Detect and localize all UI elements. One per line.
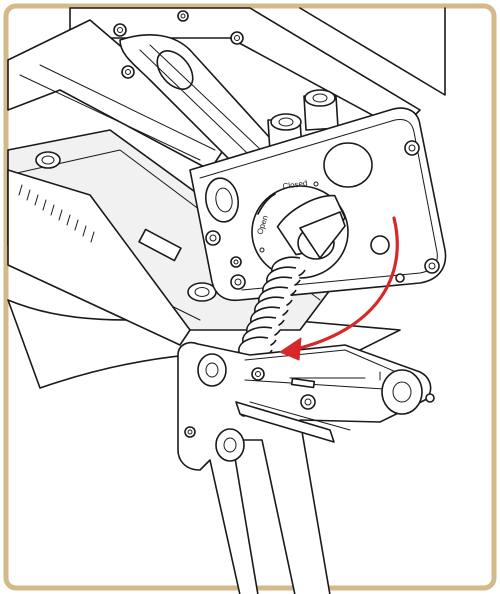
bracket-pivot (184, 353, 316, 462)
tear-teeth (18, 184, 95, 243)
arrow-curve (290, 216, 399, 352)
rotation-arrow (279, 216, 399, 361)
lever-spring (238, 256, 306, 360)
panel-screws (205, 140, 440, 290)
closed-label: Closed (282, 179, 308, 191)
slot (138, 228, 182, 262)
screw-left (35, 151, 61, 169)
adjustment-knob-2 (303, 89, 339, 131)
screw-center (187, 282, 217, 302)
latch-lever (238, 194, 346, 360)
lower-roller-end (381, 369, 435, 415)
printer-mechanism: Closed Open (7, 7, 447, 594)
tear-bar (7, 169, 191, 346)
shaft-rod (235, 401, 335, 443)
pivot-boss (204, 177, 240, 223)
rear-dial (323, 142, 373, 188)
frame-screws (113, 10, 244, 79)
arrow-head (279, 337, 302, 361)
bracket-slot (290, 377, 316, 389)
